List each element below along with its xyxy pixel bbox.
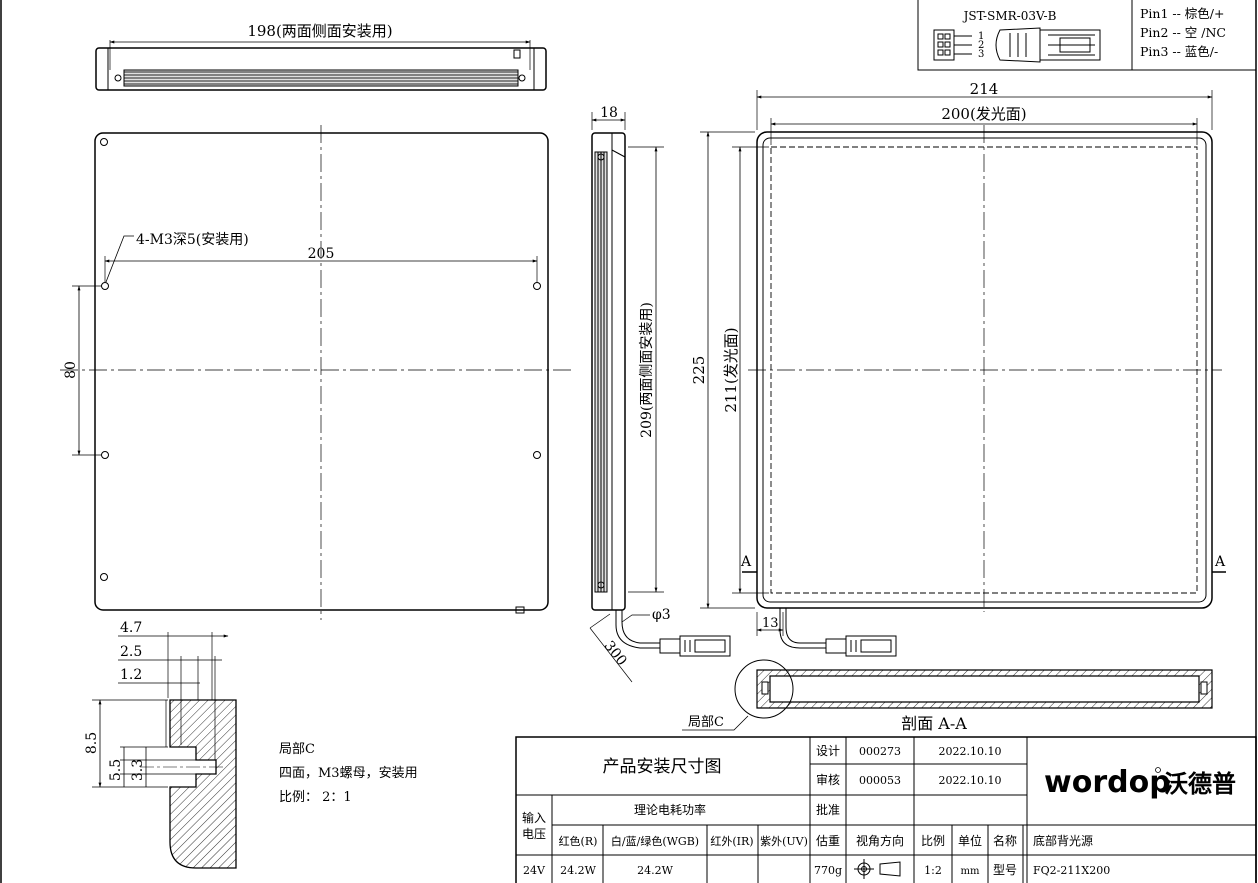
overall-width: 214 [970, 80, 999, 98]
pin2-label: Pin2 -- 空 /NC [1140, 25, 1226, 40]
voltage-value: 24V [523, 864, 546, 877]
pin1-label: Pin1 -- 棕色/+ [1140, 6, 1225, 21]
design-label: 设计 [816, 744, 840, 758]
section-view [682, 659, 1213, 731]
emit-height: 211(发光面) [722, 327, 740, 412]
detail-note-nut: 四面，M3螺母，安装用 [279, 766, 418, 781]
detail-c-view [92, 632, 237, 869]
overall-height: 225 [690, 356, 708, 385]
approve-label: 批准 [816, 802, 840, 817]
model-label: 型号 [993, 863, 1017, 877]
cable-length: 300 [601, 638, 630, 669]
review-date: 2022.10.10 [939, 774, 1002, 787]
connector-icon [933, 27, 1101, 63]
white-power-value: 24.2W [637, 864, 673, 877]
input-voltage-label-1: 输入 [522, 810, 546, 825]
hole-note: 4-M3深5(安装用) [136, 232, 249, 248]
detail-dim-1-2: 1.2 [120, 667, 142, 683]
main-view [700, 90, 1226, 657]
name-value: 底部背光源 [1033, 833, 1093, 848]
unit-value: mm [961, 866, 980, 877]
pin-number-2: 2 [978, 40, 984, 51]
company-logo: wordop 沃德普 [1044, 765, 1236, 800]
pin-number-1: 1 [978, 31, 984, 42]
pin-number-3: 3 [978, 49, 984, 60]
connector-model: JST-SMR-03V-B [962, 9, 1057, 23]
pin3-label: Pin3 -- 蓝色/- [1140, 44, 1218, 59]
top-view [95, 40, 547, 91]
col-red: 红色(R) [559, 834, 598, 848]
hole-spacing-vertical: 80 [63, 361, 79, 379]
top-view-width-label: 198(两面侧面安装用) [247, 22, 392, 40]
col-weight: 估重 [816, 834, 840, 848]
power-label: 理论电耗功率 [634, 802, 706, 817]
scale-value: 1:2 [924, 864, 942, 877]
detail-dim-5-5: 5.5 [108, 759, 124, 781]
title-block [515, 736, 1257, 883]
review-label: 审核 [816, 772, 840, 787]
section-mark-right: A [1214, 554, 1226, 570]
section-mark-left: A [740, 554, 752, 570]
detail-c-label: 局部C [688, 715, 724, 730]
detail-dim-4-7: 4.7 [120, 620, 142, 636]
red-power-value: 24.2W [560, 864, 596, 877]
design-code: 000273 [859, 745, 901, 758]
side-mount-length: 209(两面侧面安装用) [639, 302, 655, 438]
connector-box: JST-SMR-03V-B 1 2 3 Pin1 -- 棕色/+ Pin2 --… [917, 0, 1257, 71]
detail-note-title: 局部C [279, 742, 315, 757]
col-scale: 比例 [921, 834, 945, 848]
design-date: 2022.10.10 [939, 745, 1002, 758]
detail-dim-8-5: 8.5 [84, 732, 100, 754]
side-thickness: 18 [600, 105, 618, 121]
drawing-title: 产品安装尺寸图 [603, 757, 722, 777]
emit-width: 200(发光面) [941, 105, 1026, 123]
detail-note-scale: 比例： 2：1 [279, 790, 352, 805]
weight-value: 770g [814, 864, 842, 877]
col-white: 白/蓝/绿色(WGB) [611, 834, 699, 848]
input-voltage-label-2: 电压 [522, 827, 546, 841]
hole-spacing-horizontal: 205 [308, 246, 335, 262]
col-name: 名称 [993, 833, 1017, 848]
detail-dim-2-5: 2.5 [120, 644, 142, 660]
col-view: 视角方向 [856, 833, 904, 848]
col-uv: 紫外(UV) [760, 835, 808, 848]
col-ir: 红外(IR) [710, 835, 753, 848]
logo-chinese: 沃德普 [1164, 770, 1236, 798]
front-view [60, 125, 575, 620]
logo-latin: wordop [1044, 765, 1171, 800]
cable-diameter: φ3 [652, 607, 671, 623]
detail-dim-3-3: 3.3 [130, 759, 146, 781]
section-title: 剖面 A-A [901, 714, 967, 733]
cable-offset: 13 [762, 616, 779, 631]
model-value: FQ2-211X200 [1033, 864, 1110, 877]
review-code: 000053 [859, 774, 901, 787]
side-view [589, 112, 731, 683]
col-unit: 单位 [958, 833, 982, 848]
